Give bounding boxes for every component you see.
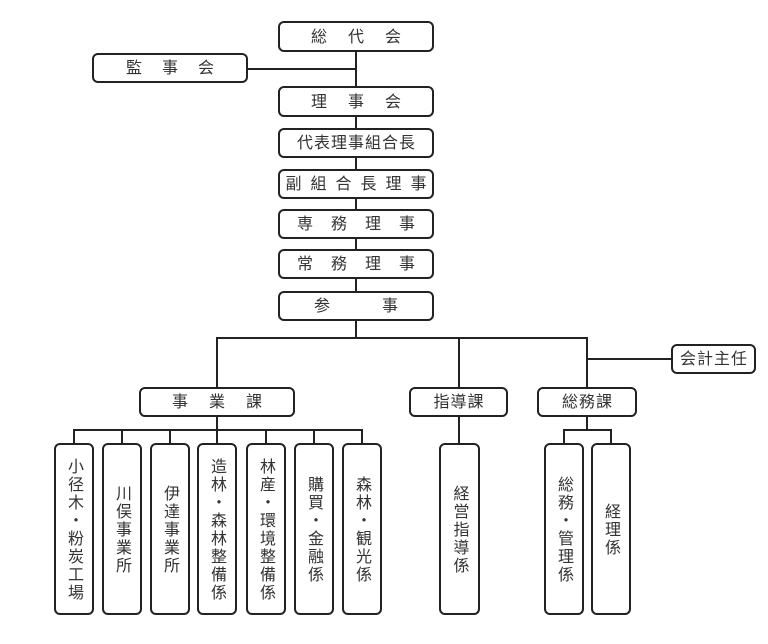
box-representative-director: 代表理事組合長 [278,128,434,158]
label-unit: 経営指導係 [450,485,470,575]
box-managing-director: 常務理事 [278,249,434,279]
label-unit: 総務・管理係 [555,476,574,584]
box-unit-jigyo-3: 伊達事業所 [150,443,190,615]
label-unit: 林産・環境整備係 [257,458,276,602]
box-division-jigyo: 事業課 [139,387,295,417]
label-unit: 伊達事業所 [161,485,180,575]
box-division-shido: 指導課 [409,387,508,417]
label-unit: 川俣事業所 [113,485,132,575]
label-division-shido: 指導課 [433,392,485,411]
label-accounting-chief: 会計主任 [679,349,748,368]
label-auditors: 監事会 [125,58,234,77]
label-unit: 森林・観光係 [353,476,372,584]
label-division-jigyo: 事業課 [171,392,283,411]
box-counselor: 参事 [278,291,434,321]
box-unit-jigyo-1: 小径木・粉炭工場 [54,443,94,615]
label-unit: 造林・森林整備係 [208,458,227,602]
label-division-somu: 総務課 [561,392,613,411]
box-senior-managing-director: 専務理事 [278,209,434,239]
box-unit-jigyo-7: 森林・観光係 [342,443,382,615]
label-general-assembly: 総代会 [310,26,422,46]
box-unit-jigyo-6: 購買・金融係 [294,443,334,615]
box-unit-jigyo-2: 川俣事業所 [102,443,142,615]
box-accounting-chief: 会計主任 [671,344,756,374]
label-representative-director: 代表理事組合長 [296,133,416,152]
box-unit-somu-2: 経理係 [591,443,631,615]
label-counselor: 参事 [314,296,451,315]
label-board: 理事会 [310,91,422,111]
label-vice-chairman: 副組合長理事 [285,174,436,193]
box-unit-jigyo-4: 造林・森林整備係 [197,443,237,615]
label-unit: 購買・金融係 [305,476,324,584]
label-unit: 小径木・粉炭工場 [65,458,84,602]
box-unit-shido-1: 経営指導係 [439,443,480,615]
box-unit-jigyo-5: 林産・環境整備係 [246,443,286,615]
box-vice-chairman: 副組合長理事 [278,169,434,199]
box-unit-somu-1: 総務・管理係 [544,443,584,615]
label-unit: 経理係 [602,503,621,557]
box-general-assembly: 総代会 [278,21,434,52]
label-managing-director: 常務理事 [297,254,434,273]
box-board: 理事会 [278,86,434,117]
label-senior-managing-director: 専務理事 [297,214,434,233]
box-division-somu: 総務課 [537,387,637,417]
box-auditors: 監事会 [92,53,248,83]
